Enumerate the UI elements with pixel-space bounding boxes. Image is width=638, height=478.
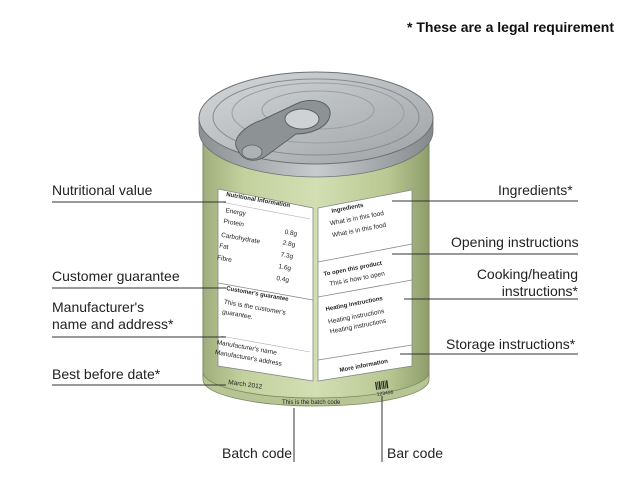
callout-customer-guarantee: Customer guarantee [52,268,180,284]
nutrition-row-name: Protein [223,218,245,229]
ring-pull [235,100,331,161]
callout-bar-code: Bar code [387,445,444,461]
nutrition-row-value: 2.8g [282,240,296,249]
callout-ingredients: Ingredients* [498,182,573,198]
nutrition-row-value: 0.8g [284,229,298,238]
callout-manufacturer: Manufacturer's name and address* [52,299,174,332]
callout-nutritional-value: Nutritional value [52,182,153,198]
nutrition-row-value: 7.3g [280,251,294,260]
callout-lines [52,200,578,462]
batch-code-value: This is the batch code [282,400,341,406]
callout-cooking-instructions: Cooking/heating instructions* [476,266,578,299]
nutrition-row-name: Fibre [217,254,233,264]
nutrition-row-value: 1.6g [278,263,292,272]
callout-batch-code: Batch code [222,445,293,461]
barcode: 123456 [375,380,394,398]
nutrition-row-value: 0.4g [276,275,290,284]
label-right-panel [317,189,413,382]
callout-opening-instructions: Opening instructions [451,234,579,250]
nutrition-row-name: Energy [225,207,247,218]
barcode-number: 123456 [376,390,394,398]
callout-best-before-date: Best before date* [52,366,161,382]
label-left-panel [217,188,314,382]
nutrition-row-name: Fat [219,243,230,252]
legal-requirement-note: * These are a legal requirement [407,19,614,35]
best-before-value: March 2012 [228,379,263,391]
callout-storage-instructions: Storage instructions* [446,336,576,352]
